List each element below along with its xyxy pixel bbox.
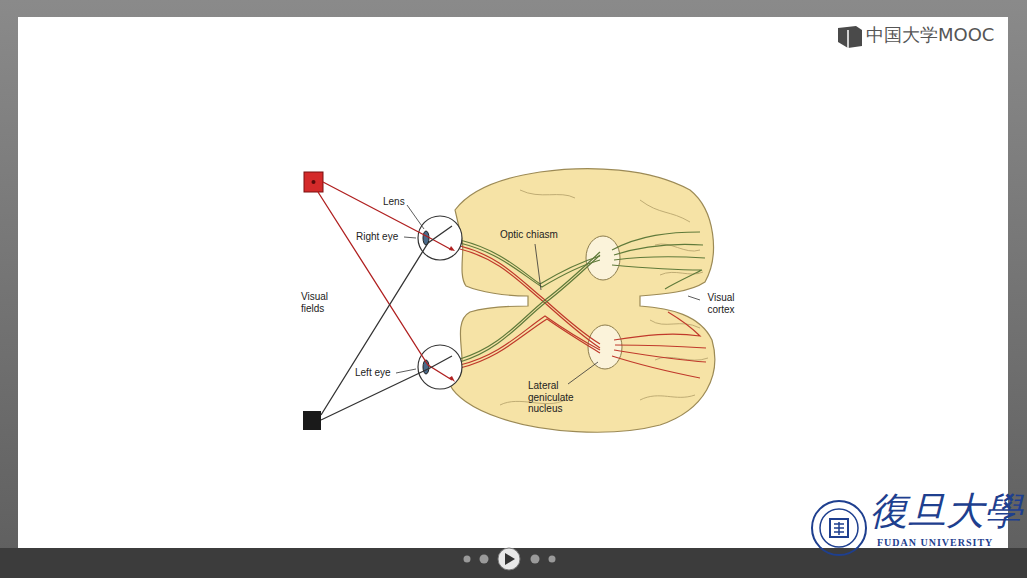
part-label: Visual fields <box>301 291 343 314</box>
leader-lines <box>396 205 700 384</box>
part-label: Visual cortex <box>701 292 741 315</box>
ray-head <box>449 246 455 251</box>
left-eye <box>418 345 462 389</box>
light-rays <box>318 182 452 420</box>
part-label: Right eye <box>356 231 398 243</box>
right-eye <box>418 216 462 260</box>
optic-radiations <box>612 232 706 378</box>
watermark: 中国大学MOOC <box>866 25 994 46</box>
red-target-dot <box>312 180 316 184</box>
part-label: Lateral geniculate nucleus <box>528 380 588 415</box>
mooc-icon <box>838 26 862 48</box>
lgn-lower <box>588 325 622 369</box>
play-icon <box>505 553 515 565</box>
red-target <box>304 172 323 192</box>
figure-ground <box>296 160 736 443</box>
ray-head <box>449 376 455 382</box>
university-name-en: FUDAN UNIVERSITY <box>877 537 993 549</box>
control-bar <box>0 548 1027 578</box>
part-label: Optic chiasm <box>500 229 558 241</box>
part-label: Lens <box>383 196 405 208</box>
play-button <box>498 548 520 570</box>
university-name: 復旦大學 <box>870 490 1022 534</box>
part-label: Left eye <box>355 367 391 379</box>
mooc-icon-fold <box>847 30 849 48</box>
gyri <box>500 190 708 405</box>
optic-fibers <box>460 240 600 368</box>
brain-outline <box>450 169 715 433</box>
black-target <box>303 411 321 430</box>
lgn-upper <box>586 236 620 280</box>
fudan-seal <box>812 501 866 555</box>
